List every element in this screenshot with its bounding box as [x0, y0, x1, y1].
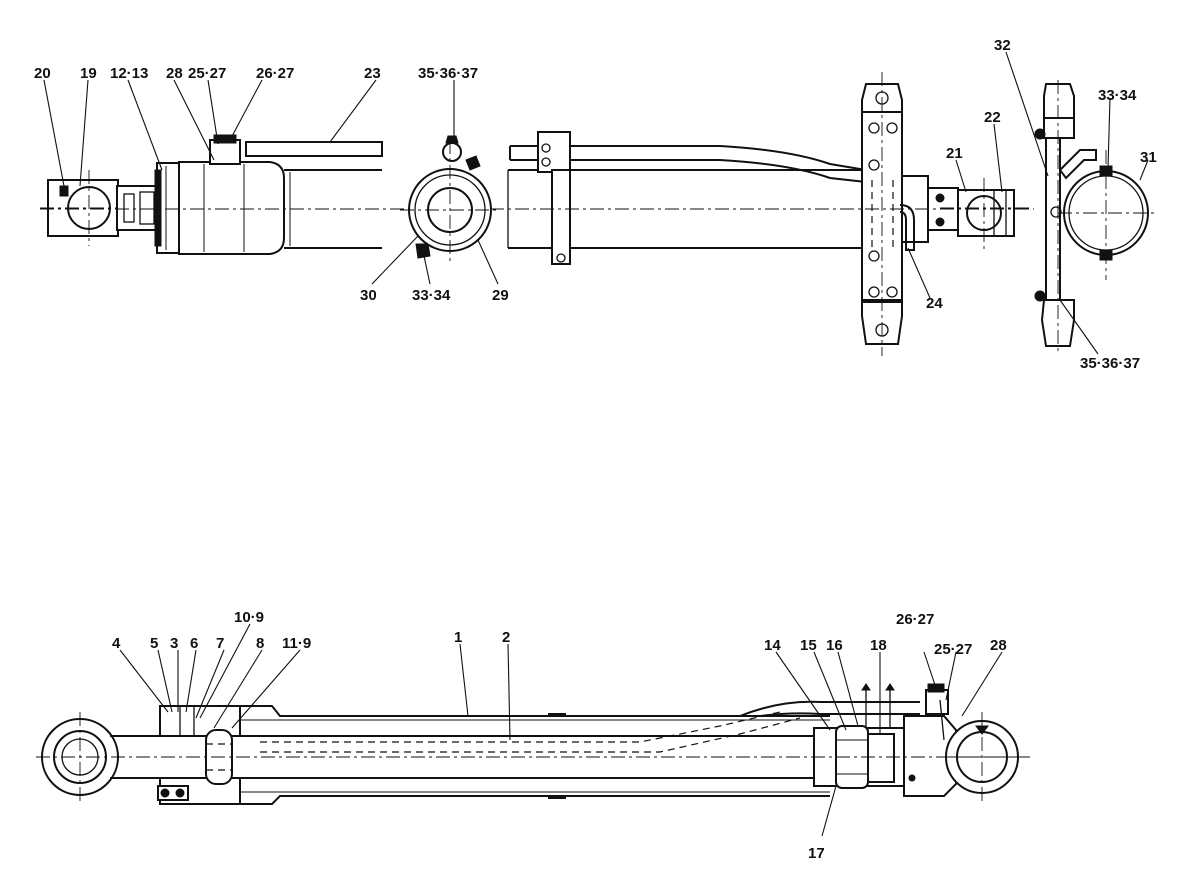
callout-28: 28 — [166, 65, 183, 82]
callout-25-27: 25·27 — [188, 65, 226, 82]
cylinder-tube — [240, 705, 830, 805]
callout-21: 21 — [946, 145, 963, 162]
callout-31: 31 — [1140, 149, 1157, 166]
callout-33-34-right: 33·34 — [1098, 87, 1137, 104]
callout-11-9: 11·9 — [282, 635, 311, 652]
leader-lines — [43, 51, 1149, 837]
callout-14: 14 — [764, 637, 781, 654]
piston — [813, 683, 905, 789]
gland — [157, 705, 241, 805]
callout-26-27-bottom: 26·27 — [896, 611, 934, 628]
callout-25-27-bottom: 25·27 — [934, 641, 972, 658]
head-flange — [154, 162, 180, 254]
internal-tube — [260, 711, 801, 753]
cylinder-head — [178, 134, 285, 255]
callout-23: 23 — [364, 65, 381, 82]
callout-32: 32 — [994, 37, 1011, 54]
bottom-cap — [903, 683, 957, 797]
callout-28-bottom: 28 — [990, 637, 1007, 654]
callout-17: 17 — [808, 845, 825, 862]
callout-12-13: 12·13 — [110, 65, 148, 82]
callout-20: 20 — [34, 65, 51, 82]
callout-labels-top: 20 19 12·13 28 25·27 26·27 23 35·36·37 3… — [34, 37, 1157, 372]
callout-18: 18 — [870, 637, 887, 654]
callout-29: 29 — [492, 287, 509, 304]
top-view — [40, 72, 1158, 356]
callout-1: 1 — [454, 629, 462, 646]
callout-19: 19 — [80, 65, 97, 82]
callout-5: 5 — [150, 635, 158, 652]
trunnion-bracket — [861, 72, 903, 356]
external-pipe — [739, 700, 920, 717]
callout-16: 16 — [826, 637, 843, 654]
pipe-clamp — [537, 131, 571, 265]
bottom-eye — [940, 712, 1030, 802]
callout-labels-bottom: 4 5 3 6 7 10·9 8 11·9 1 2 14 15 16 18 26… — [112, 609, 1007, 862]
callout-22: 22 — [984, 109, 1001, 126]
left-end-clevis — [40, 170, 160, 246]
pipe-23 — [245, 141, 383, 157]
callout-3: 3 — [170, 635, 178, 652]
long-pipe — [509, 145, 867, 183]
callout-35-36-37: 35·36·37 — [418, 65, 478, 82]
callout-6: 6 — [190, 635, 198, 652]
callout-8: 8 — [256, 635, 264, 652]
callout-30: 30 — [360, 287, 377, 304]
callout-35-36-37-right: 35·36·37 — [1080, 355, 1140, 372]
callout-7: 7 — [216, 635, 224, 652]
callout-4: 4 — [112, 635, 121, 652]
callout-15: 15 — [800, 637, 817, 654]
callout-24: 24 — [926, 295, 943, 312]
callout-10-9: 10·9 — [234, 609, 264, 626]
callout-33-34: 33·34 — [412, 287, 451, 304]
callout-2: 2 — [502, 629, 510, 646]
section-view-31-32 — [1034, 80, 1158, 352]
callout-26-27: 26·27 — [256, 65, 294, 82]
section-view-29-30 — [400, 135, 500, 262]
bottom-view — [36, 683, 1030, 805]
